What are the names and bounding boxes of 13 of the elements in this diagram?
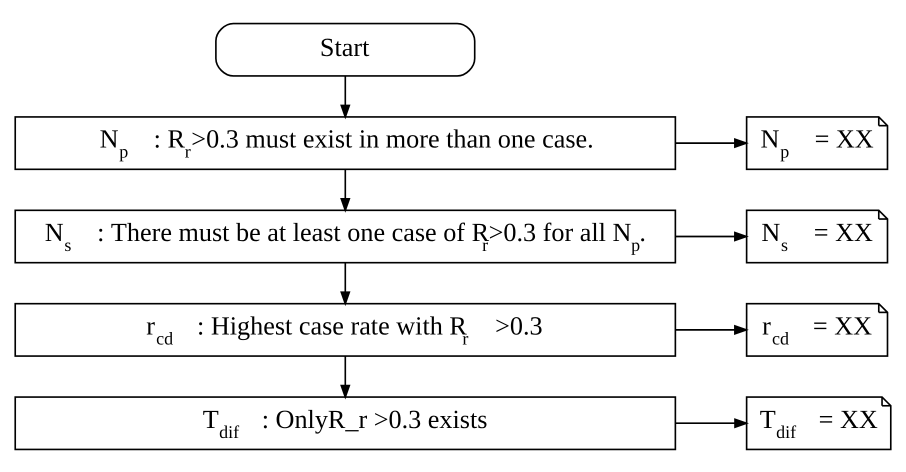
arrow: [676, 137, 749, 148]
node-box: N$_{p}$ : R$_{r}$>0.3 must exist in more than one case.: [14, 116, 676, 170]
node-box: Start: [215, 22, 476, 76]
arrow: [340, 168, 350, 212]
arrow: [675, 418, 749, 428]
node-box: r$_{cd}$ : Highest case rate with R$_{r}$ >0.3: [14, 302, 676, 356]
arrow: [676, 324, 749, 335]
arrow: [340, 262, 350, 306]
arrow: [340, 356, 350, 399]
node-box: T$_{dif}$ : OnlyR_r >0.3 exists: [14, 396, 676, 450]
arrow: [676, 230, 749, 242]
node-box: N$_{s}$ : There must be at least one case of R$_{r}$>0.3 for all N$_{p}$.: [14, 208, 676, 264]
arrow: [340, 76, 350, 119]
